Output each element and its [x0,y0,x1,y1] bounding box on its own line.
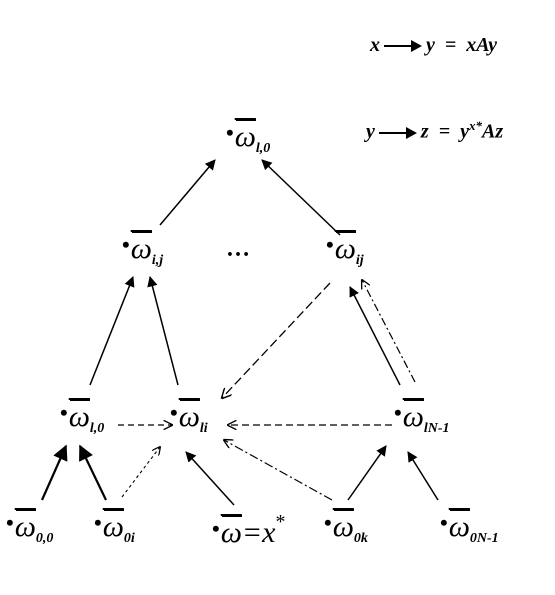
edge-midright-r3mid [222,282,331,398]
omega-symbol: ω [14,509,37,543]
edge-b0k-r3mid [224,440,333,501]
omega-symbol: ω [332,509,355,543]
ellipsis: … [226,236,252,262]
node-bottom-00: •ω0,0 [6,509,54,546]
edge-r3right-midright-dashed [362,280,416,383]
omega-symbol: ω [130,231,153,265]
formula-value-base: y [460,120,469,143]
formula-value-tail: Az [481,120,504,143]
right-arrow-icon [378,126,417,140]
edge-b0i-r3left [79,444,107,501]
formula-y-right: y [426,34,435,56]
node-mid-left: •ωi,j [122,231,164,268]
node-sub: 0N-1 [469,531,499,546]
edge-r3right-midright [349,286,401,386]
edge-midleft-top [159,159,216,226]
formula-x-to-y: x y = xAy [370,34,497,57]
edge-b0i-r3mid [121,447,160,498]
edge-b0k-r3right [347,445,387,501]
formula-x-left: x [370,34,380,56]
omega-symbol: ω [220,515,243,549]
node-sub: l,0 [89,421,105,436]
omega-symbol: ω [102,509,125,543]
formula-z-right: z [420,120,429,143]
node-bottom-0N: •ω0N-1 [440,509,499,546]
edge-b0N-r3right [407,451,439,501]
node-row3-right: •ωlN-1 [394,399,450,436]
node-eq: =x [241,516,276,549]
omega-symbol: ω [178,399,201,433]
formula-value-sup: x* [468,118,482,133]
node-sub: 0,0 [35,531,54,546]
formula-equals: = [444,34,457,56]
node-sub: l,0 [255,141,271,156]
node-sub: i,j [151,253,164,268]
node-bottom-x: •ω=x* [212,511,286,549]
edge-b00-r3left [40,444,68,501]
edge-midright-top [261,159,341,236]
node-sub: li [199,421,208,436]
omega-symbol: ω [334,231,357,265]
edge-r3left-midleft [89,276,135,386]
node-sub: 0k [353,531,368,546]
node-sub: 0i [123,531,135,546]
edge-r3mid-midleft [147,275,179,386]
node-row3-mid: •ωli [170,399,208,436]
omega-symbol: ω [68,399,91,433]
omega-symbol: ω [448,509,471,543]
formula-xay: xAy [466,34,498,56]
node-bottom-0i: •ω0i [94,509,135,546]
edge-bx-r3mid [185,451,235,506]
formula-equals: = [438,120,451,143]
node-row3-left: •ωl,0 [60,399,105,436]
node-top: •ωl,0 [226,119,271,156]
omega-symbol: ω [402,399,425,433]
node-star: * [275,511,286,533]
node-bottom-0k: •ω0k [324,509,368,546]
node-mid-right: •ωij [326,231,364,268]
node-sub: ij [355,253,364,268]
node-sub: lN-1 [423,421,450,436]
formula-y-left: y [366,120,375,143]
right-arrow-icon [384,39,422,53]
omega-symbol: ω [234,119,257,153]
